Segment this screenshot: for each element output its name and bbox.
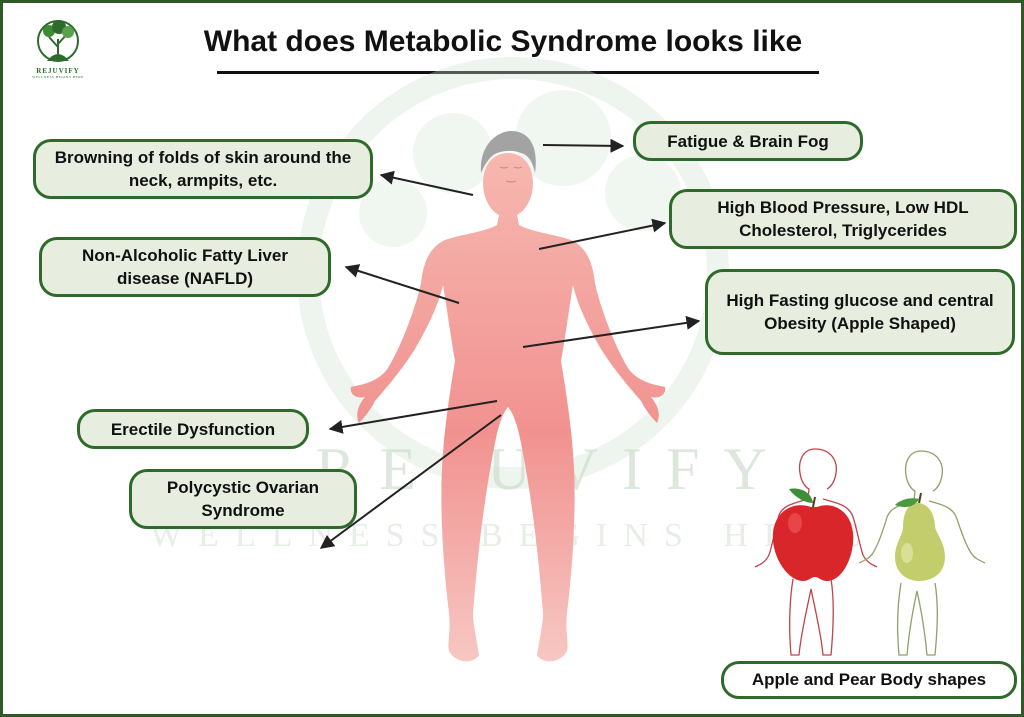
- callout-fatigue: Fatigue & Brain Fog: [633, 121, 863, 161]
- logo-name: REJUVIFY: [36, 67, 80, 75]
- human-body-figure: [350, 131, 666, 662]
- arrow-skin: [379, 170, 474, 196]
- pear-icon: [895, 492, 945, 581]
- tree-icon: [37, 20, 79, 62]
- arrow-glucose: [522, 315, 701, 348]
- callout-erectile-dysfunction: Erectile Dysfunction: [77, 409, 309, 449]
- callout-blood-pressure: High Blood Pressure, Low HDL Cholesterol…: [669, 189, 1017, 249]
- body-shapes-caption: Apple and Pear Body shapes: [721, 661, 1017, 699]
- arrow-erectile: [328, 400, 498, 434]
- arrow-fatigue: [542, 138, 625, 153]
- page-title: What does Metabolic Syndrome looks like: [203, 25, 803, 58]
- arrow-ovarian: [319, 414, 502, 549]
- rejuvify-logo: REJUVIFY WELLNESS BEGINS HERE: [23, 17, 93, 83]
- logo-tagline: WELLNESS BEGINS HERE: [32, 75, 84, 79]
- callout-polycystic-ovarian: Polycystic Ovarian Syndrome: [129, 469, 357, 529]
- apple-icon: [772, 488, 854, 581]
- title-underline: [217, 71, 819, 74]
- callout-fatty-liver: Non-Alcoholic Fatty Liver disease (NAFLD…: [39, 237, 331, 297]
- illustration-layer: [297, 57, 986, 662]
- callout-skin-darkening: Browning of folds of skin around the nec…: [33, 139, 373, 199]
- apple-body-outline: [754, 448, 878, 656]
- hair: [480, 131, 536, 173]
- callout-arrows: [319, 138, 701, 549]
- arrow-blood-pressure: [538, 218, 667, 250]
- arrow-liver: [344, 264, 460, 304]
- callout-glucose-obesity: High Fasting glucose and central Obesity…: [705, 269, 1015, 355]
